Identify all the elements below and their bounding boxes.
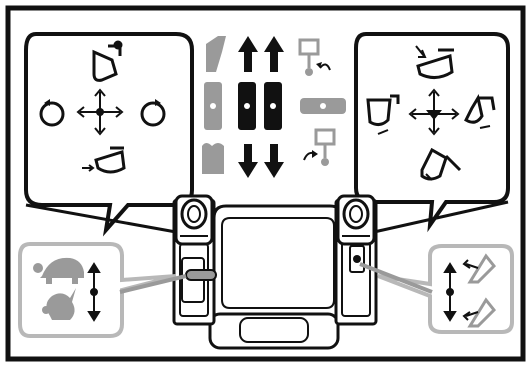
blade-lower-icon [303, 128, 336, 166]
swing-right-icon [140, 99, 166, 127]
right-controller-callout [354, 32, 510, 233]
bucket-curl-icon [366, 94, 400, 135]
right-joystick [336, 194, 376, 246]
boom-up-icon [420, 147, 462, 181]
right-callout-pointer [373, 200, 509, 234]
bucket-dump-icon [464, 94, 496, 129]
forward-arrow-right [264, 36, 284, 72]
wheel-down-icon [462, 297, 497, 328]
speed-direction-arrows [87, 262, 101, 322]
wheel-up-icon [462, 253, 497, 284]
outer-frame [5, 5, 526, 362]
reverse-arrow-left [238, 144, 258, 178]
speed-switch [181, 257, 217, 303]
right-lower-panel [359, 244, 514, 334]
left-controller-callout [24, 32, 194, 237]
left-lower-panel [18, 242, 187, 338]
travel-lever-symbols [202, 36, 346, 178]
boom-down-icon [415, 45, 454, 79]
right-cross-center-mark [426, 110, 442, 120]
swing-left-icon [39, 99, 65, 127]
forward-arrow-left [238, 36, 258, 72]
reverse-arrow-right [264, 144, 284, 178]
speed-panel-pointer [119, 274, 187, 294]
right-console-switch [349, 245, 365, 273]
right-panel-arrows [443, 262, 457, 322]
blade-raise-icon [298, 38, 331, 76]
track-forward-gray [206, 36, 226, 72]
tortoise-slow-speed-icon [33, 257, 84, 284]
rabbit-fast-speed-icon [42, 288, 76, 320]
arm-in-icon [82, 146, 126, 174]
right-panel-pointer [359, 262, 433, 294]
left-joystick [174, 194, 214, 246]
arm-out-icon [92, 40, 123, 82]
left-callout-pointer [25, 203, 177, 234]
left-cross-center-dot [96, 108, 104, 116]
track-reverse-gray [202, 143, 224, 174]
